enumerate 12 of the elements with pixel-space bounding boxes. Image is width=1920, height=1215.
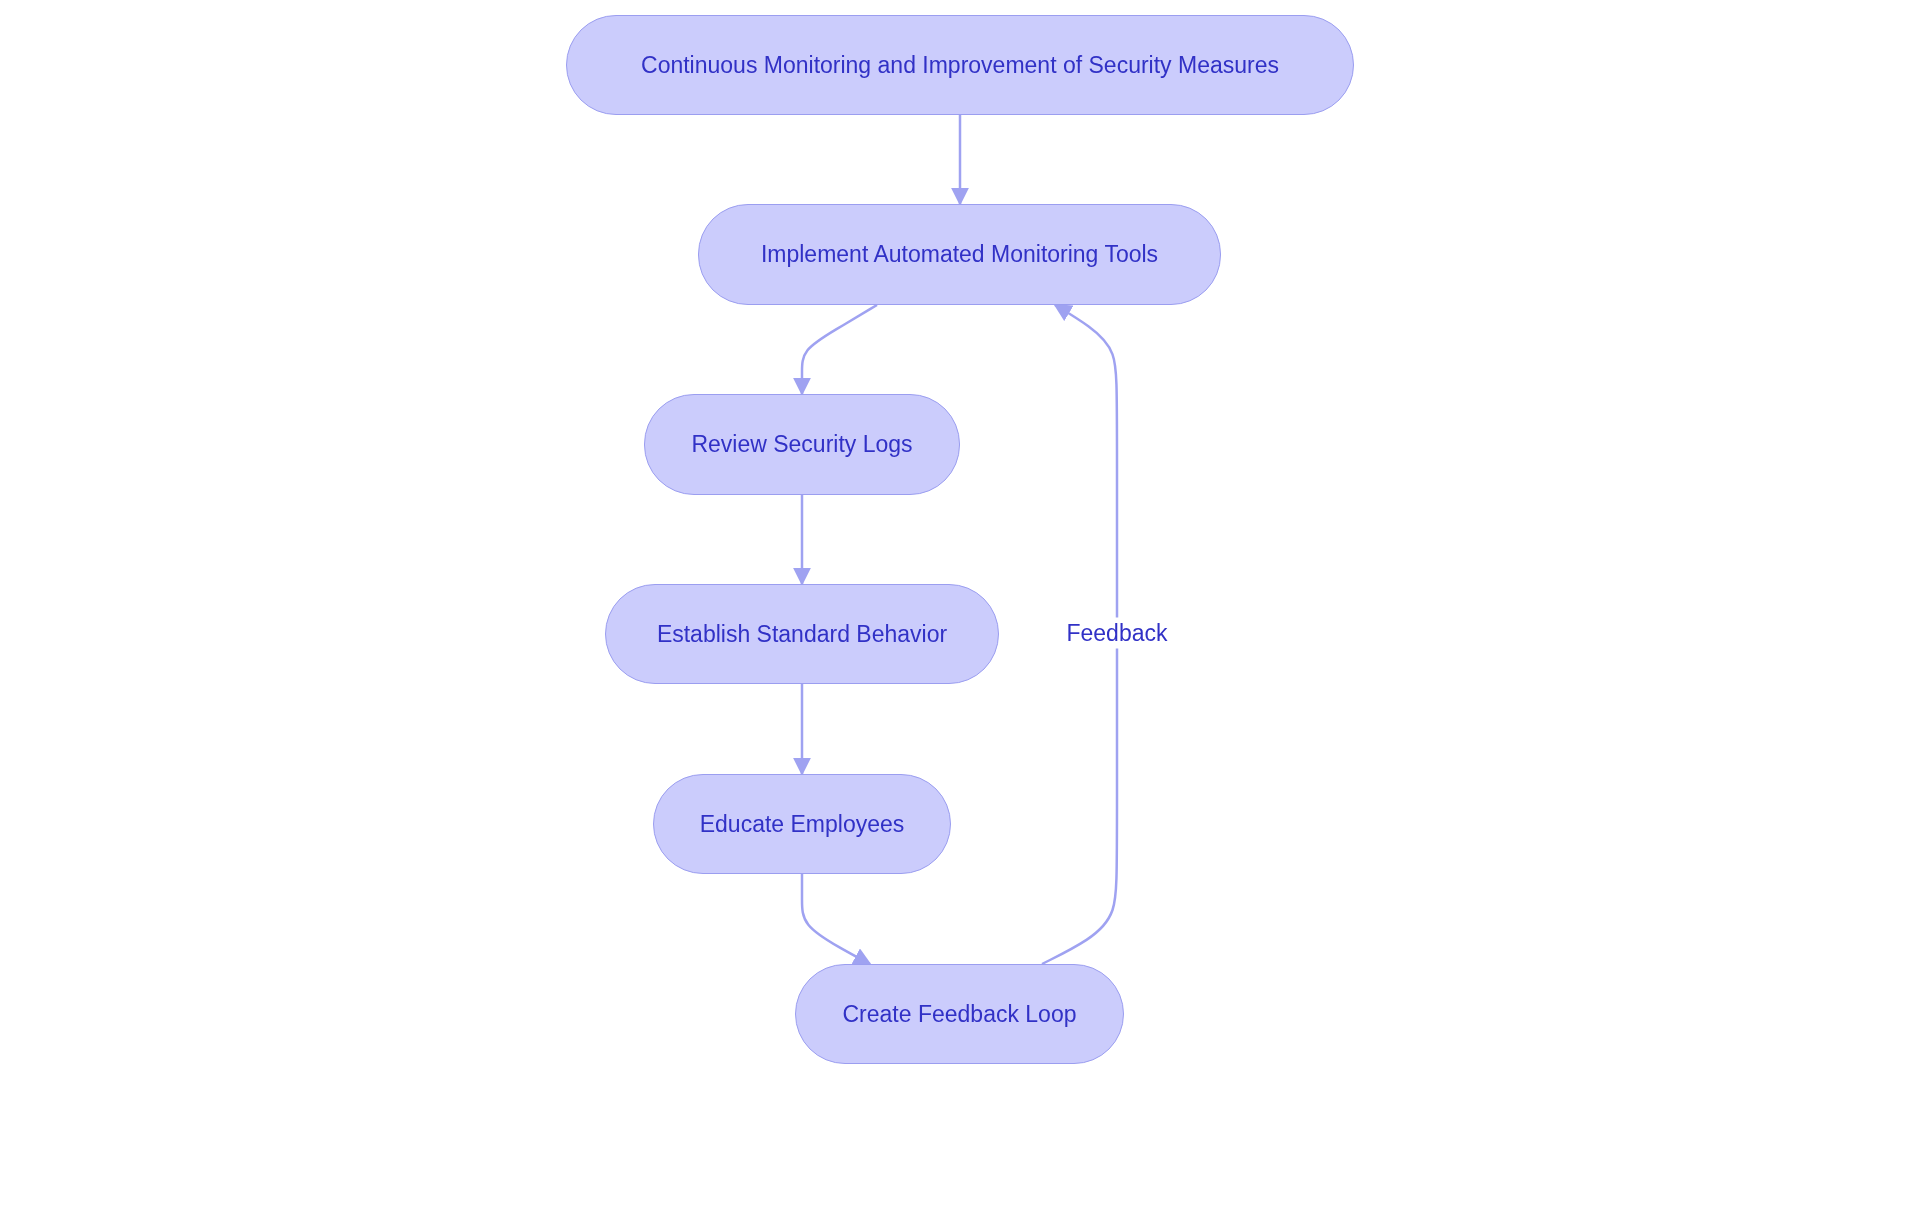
arrow	[800, 874, 872, 966]
arrow	[793, 303, 878, 396]
arrow	[951, 115, 969, 206]
node-text: Implement Automated Monitoring Tools	[760, 241, 1159, 268]
arrow	[1041, 303, 1119, 966]
node-text: Review Security Logs	[691, 431, 913, 458]
arrow	[793, 495, 811, 586]
node-text: Continuous Monitoring and Improvement of Security Measures	[641, 51, 1279, 79]
arrow	[793, 684, 811, 776]
node-text: Establish Standard Behavior	[656, 620, 948, 648]
node-text: Educate Employees	[699, 810, 905, 838]
node-text: Create Feedback Loop	[842, 1000, 1077, 1028]
